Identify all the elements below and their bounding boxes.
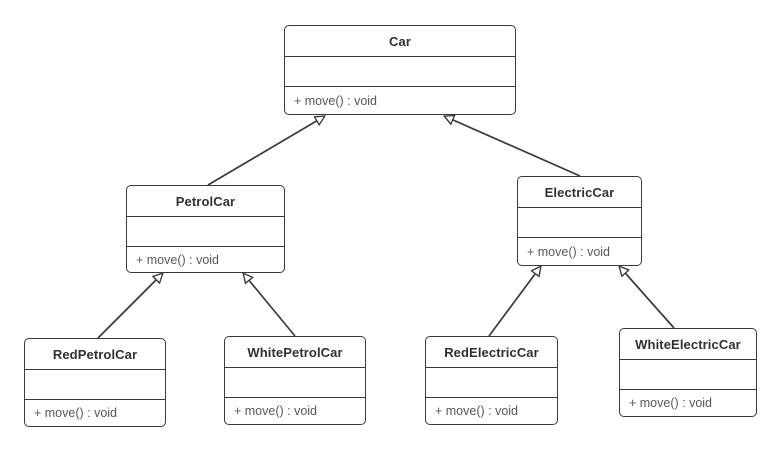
uml-methods-car: + move() : void <box>294 93 378 108</box>
uml-class-car[interactable]: Car + move() : void <box>284 25 516 115</box>
uml-attributes-petrolcar <box>127 217 284 247</box>
uml-methods-whiteelectriccar: + move() : void <box>629 396 713 410</box>
uml-class-name-electriccar: ElectricCar <box>518 177 641 208</box>
uml-class-name-whiteelectriccar: WhiteElectricCar <box>620 329 756 360</box>
generalization-whiteelectriccar-to-electriccar <box>619 266 675 329</box>
uml-class-petrolcar[interactable]: PetrolCar + move() : void <box>126 185 285 273</box>
generalization-petrolcar-to-car <box>207 115 325 186</box>
uml-methods-redelectriccar: + move() : void <box>435 404 519 418</box>
generalization-redpetrolcar-to-petrolcar <box>97 273 163 339</box>
uml-attributes-redpetrolcar <box>25 370 165 400</box>
uml-class-name-car: Car <box>285 26 515 57</box>
generalization-electriccar-to-car <box>444 116 581 177</box>
uml-class-electriccar[interactable]: ElectricCar + move() : void <box>517 176 642 266</box>
uml-attributes-whiteelectriccar <box>620 360 756 390</box>
uml-methods-redpetrolcar: + move() : void <box>34 406 118 420</box>
uml-class-name-redelectriccar: RedElectricCar <box>426 337 557 368</box>
uml-attributes-car <box>285 57 515 87</box>
uml-class-whitepetrolcar[interactable]: WhitePetrolCar + move() : void <box>224 336 366 425</box>
generalization-redelectriccar-to-electriccar <box>488 266 541 337</box>
uml-attributes-redelectriccar <box>426 368 557 398</box>
uml-class-name-whitepetrolcar: WhitePetrolCar <box>225 337 365 368</box>
uml-attributes-electriccar <box>518 208 641 238</box>
uml-class-whiteelectriccar[interactable]: WhiteElectricCar + move() : void <box>619 328 757 417</box>
uml-attributes-whitepetrolcar <box>225 368 365 398</box>
uml-methods-electriccar: + move() : void <box>527 244 611 259</box>
uml-class-name-petrolcar: PetrolCar <box>127 186 284 217</box>
uml-class-name-redpetrolcar: RedPetrolCar <box>25 339 165 370</box>
uml-class-redpetrolcar[interactable]: RedPetrolCar + move() : void <box>24 338 166 427</box>
generalization-whitepetrolcar-to-petrolcar <box>243 273 296 337</box>
uml-methods-whitepetrolcar: + move() : void <box>234 404 318 418</box>
uml-methods-petrolcar: + move() : void <box>136 252 220 267</box>
uml-class-redelectriccar[interactable]: RedElectricCar + move() : void <box>425 336 558 425</box>
